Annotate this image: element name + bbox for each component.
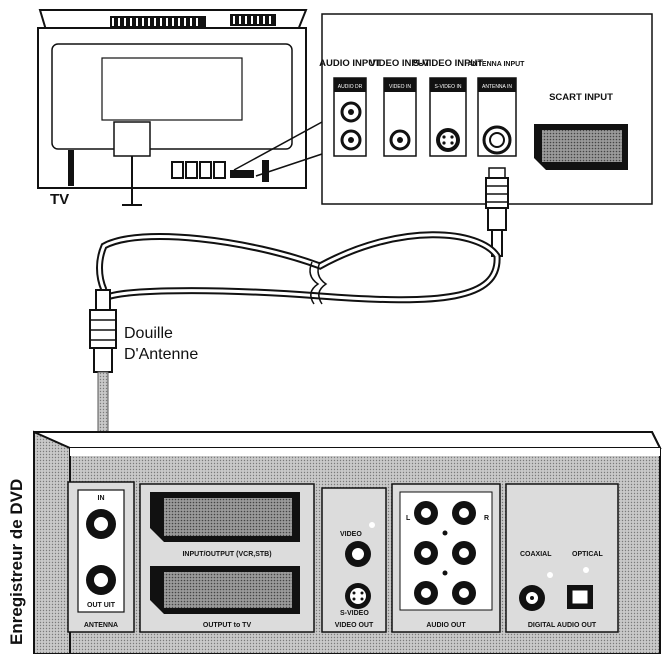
tv-back: TV [37, 9, 323, 208]
audio-input-label: AUDIO INPUT [319, 58, 381, 69]
dvd-scart-block: INPUT/OUTPUT (VCR,STB) OUTPUT to TV [139, 483, 315, 633]
tv-vents [110, 14, 276, 28]
svideo-sub-label: S-VIDEO IN [435, 84, 462, 90]
audio-out-right-label: R [484, 515, 489, 522]
digital-audio-caption: DIGITAL AUDIO OUT [528, 622, 597, 629]
audio-sub-label: AUDIO DR [338, 84, 363, 90]
tv-antenna-jack: ANTENNA IN [477, 77, 517, 157]
antenna-caption: ANTENNA [84, 622, 118, 629]
dvd-digital-audio-block: COAXIAL OPTICAL DIGITAL AUDIO OUT [505, 483, 619, 633]
video-input-label: VIDEO INPUT [370, 58, 431, 69]
tv-audio-jacks: AUDIO DR [333, 77, 367, 157]
audio-out-caption: AUDIO OUT [426, 622, 466, 629]
dvd-recorder-back: IN OUT UIT ANTENNA INPUT/OUTPUT (VCR,STB… [33, 430, 662, 654]
antenna-out-label: OUT UIT [87, 602, 116, 609]
video-out-caption: VIDEO OUT [335, 622, 374, 629]
scart-tv-caption: OUTPUT to TV [203, 622, 252, 629]
video-sub-label: VIDEO IN [389, 84, 411, 90]
antenna-sub-label: ANTENNA IN [482, 84, 512, 90]
dvd-audio-out-block: L R AUDIO OUT [391, 483, 501, 633]
dvd-recorder-label: Enregistreur de DVD [7, 479, 26, 645]
tv-jack-strip [171, 161, 254, 179]
antenna-socket-label: Douille D'Antenne [124, 325, 198, 363]
tv-video-jack: VIDEO IN [383, 77, 417, 157]
tv-svideo-jack: S-VIDEO IN [429, 77, 467, 157]
optical-label: OPTICAL [572, 551, 603, 558]
audio-out-left-label: L [406, 515, 411, 522]
tv-label: TV [50, 191, 69, 208]
antenna-input-label: ANTENNA INPUT [468, 61, 526, 68]
video-out-video-label: VIDEO [340, 531, 362, 538]
dvd-antenna-block: IN OUT UIT ANTENNA [67, 481, 135, 633]
video-out-svideo-label: S-VIDEO [340, 610, 369, 617]
tv-input-panel: AUDIO INPUT VIDEO INPUT S-VIDEO INPUT AN… [319, 13, 653, 257]
svideo-input-label: S-VIDEO INPUT [413, 58, 483, 69]
tv-antenna-plug [485, 167, 509, 257]
scart-input-label: SCART INPUT [549, 92, 613, 103]
antenna-cable [96, 231, 501, 305]
antenna-in-label: IN [98, 495, 105, 502]
tv-scart-connector [534, 124, 628, 170]
coaxial-label: COAXIAL [520, 551, 552, 558]
scart-io-caption: INPUT/OUTPUT (VCR,STB) [182, 551, 271, 558]
dvd-video-out-block: VIDEO S-VIDEO VIDEO OUT [321, 487, 387, 633]
